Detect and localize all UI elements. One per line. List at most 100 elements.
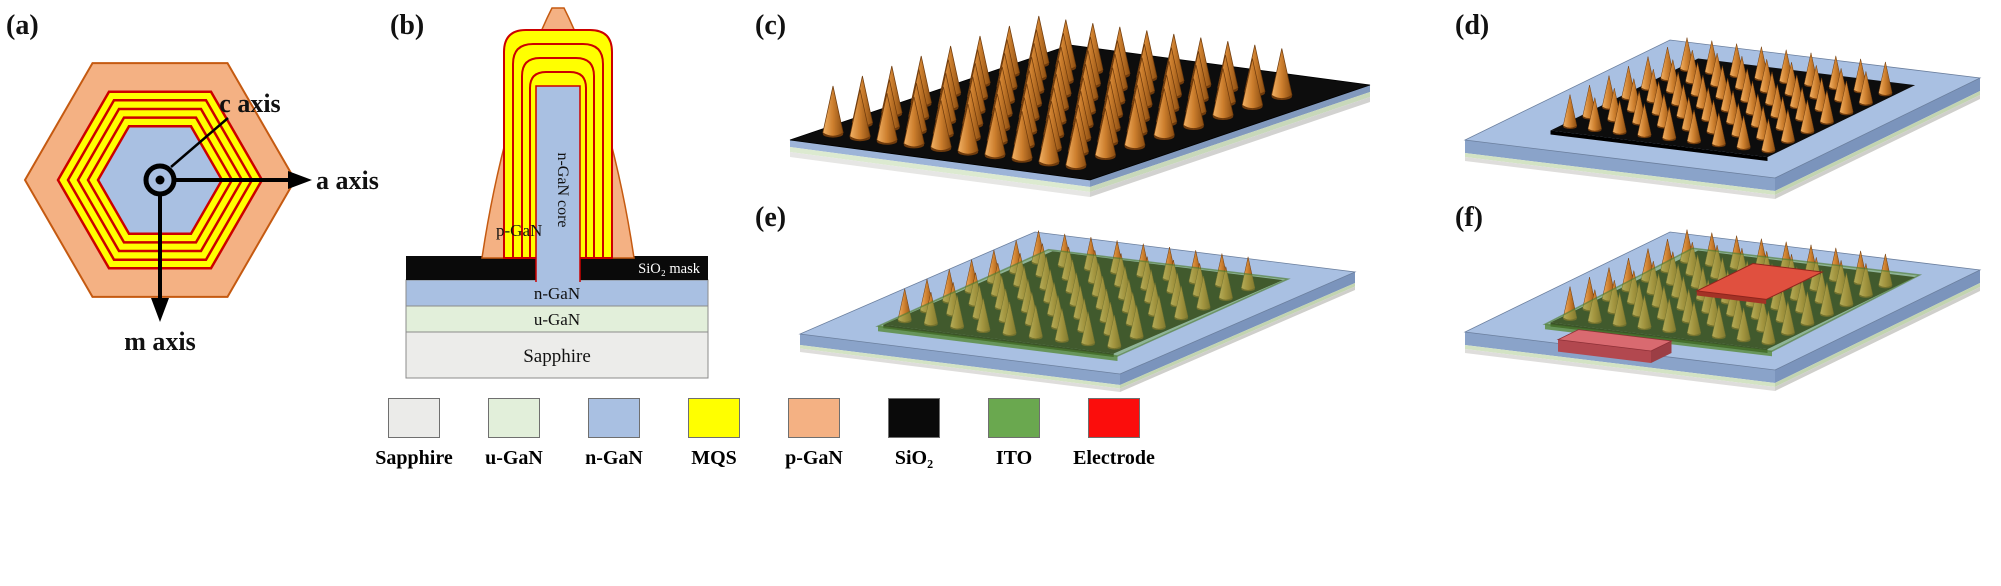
axes: c axis a axis m axis	[124, 89, 379, 356]
wafer-d-side-n-gan	[1775, 78, 1980, 191]
panel-a: (a) c axis a axis m axis	[6, 10, 379, 356]
u-gan-legend-label: u-GaN	[485, 447, 543, 469]
p-electrode	[1695, 262, 1825, 304]
sapphire-layer	[405, 331, 709, 379]
electrode-swatch	[1088, 398, 1140, 438]
a-axis-arrowhead	[288, 171, 312, 189]
sio2-patch-front-d	[1550, 130, 1768, 161]
substrate-layers	[405, 256, 709, 379]
wafer-d-side-sapphire	[1775, 95, 1980, 199]
p-gan-swatch	[788, 398, 840, 438]
u-gan-layer	[405, 305, 709, 333]
wafer-f-front-u-gan	[1465, 345, 1775, 387]
mqs-swatch	[688, 398, 740, 438]
legend-item-ito: ITO	[972, 398, 1056, 470]
sio2-legend-label: SiO₂	[894, 447, 934, 469]
c-axis-dot	[155, 175, 165, 185]
p-gan-label: p-GaN	[496, 221, 542, 240]
ito-front-edge-e	[878, 326, 1118, 361]
panel-b: (b) n-GaN core p-GaN SiO₂ mask n-GaN u-G…	[390, 7, 709, 379]
ito-legend-label: ITO	[995, 447, 1033, 469]
legend-item-electrode: Electrode	[1072, 398, 1156, 470]
panel-e: (e)	[755, 202, 1357, 392]
panel-a-label: (a)	[6, 10, 39, 41]
wafer-d-front-sapphire	[1465, 157, 1775, 199]
legend-item-p-gan: p-GaN	[772, 398, 856, 470]
panel-d: (d)	[1455, 10, 1982, 199]
panel-c-label: (c)	[755, 10, 786, 41]
n-electrode-side	[1651, 341, 1672, 363]
panel-f-label: (f)	[1455, 202, 1483, 233]
ito-sheet-e	[875, 248, 1291, 357]
u-gan-label: u-GaN	[534, 310, 580, 329]
mqw-shell-ring-3	[529, 71, 587, 258]
n-gan-swatch	[588, 398, 640, 438]
sio2-mask-label: SiO₂ mask	[638, 261, 701, 277]
legend-item-mqs: MQS	[672, 398, 756, 470]
panel-b-texts: n-GaN core p-GaN SiO₂ mask n-GaN u-GaN S…	[496, 152, 701, 367]
mqw-shell-ring-2	[521, 57, 595, 258]
wafer-e-side-u-gan	[1120, 283, 1355, 389]
panel-e-label: (e)	[755, 202, 786, 233]
p-electrode-front	[1696, 290, 1767, 304]
c-axis-circle	[143, 163, 177, 197]
panel-c: (c)	[755, 10, 1371, 197]
sapphire-label: Sapphire	[523, 346, 591, 367]
wafer-d	[1463, 39, 1982, 199]
mqw-shell-ring-1	[512, 43, 604, 258]
p-gan-legend-label: p-GaN	[785, 447, 843, 469]
n-gan-layer	[405, 279, 709, 307]
a-axis-label: a axis	[316, 166, 379, 195]
wafer-f-side-sapphire	[1775, 287, 1980, 391]
nanorod-cone	[822, 85, 844, 138]
wafer-e-front-n-gan	[800, 334, 1120, 385]
wafer-e-front-sapphire	[800, 348, 1120, 392]
wafer-c-front-sapphire	[790, 152, 1090, 197]
panel-d-label: (d)	[1455, 10, 1489, 41]
panel-f: (f)	[1455, 202, 1982, 391]
electrode-legend-label: Electrode	[1073, 447, 1155, 469]
mqw-ring-3	[86, 116, 234, 244]
wafer-d-front-u-gan	[1465, 153, 1775, 195]
n-electrode-top	[1556, 329, 1673, 352]
m-axis-label: m axis	[124, 327, 196, 356]
n-gan-label: n-GaN	[534, 284, 580, 303]
n-gan-core-label: n-GaN core	[554, 152, 571, 227]
mqw-ring-1	[66, 99, 254, 261]
legend-item-sio2: SiO₂	[872, 398, 956, 470]
ito-swatch	[988, 398, 1040, 438]
p-electrode-top	[1695, 262, 1825, 300]
wafer-d-front-n-gan	[1465, 140, 1775, 191]
wafer-f-front-sapphire	[1465, 349, 1775, 391]
mqw-ring-2	[76, 107, 244, 253]
wafer-c-side-sapphire	[1090, 97, 1370, 197]
panel-b-label: (b)	[390, 10, 424, 41]
wafer-c-side-n-gan	[1090, 85, 1370, 187]
wafer-d-side-u-gan	[1775, 91, 1980, 195]
sapphire-legend-label: Sapphire	[375, 447, 453, 469]
wafer-e-front-u-gan	[800, 345, 1120, 389]
wafer-f-side-u-gan	[1775, 283, 1980, 387]
legend: Sapphire u-GaN n-GaN MQS p-GaN SiO₂ ITO	[372, 398, 1156, 470]
mqs-legend-label: MQS	[691, 447, 737, 469]
n-gan-core-rect	[535, 85, 581, 282]
legend-item-n-gan: n-GaN	[572, 398, 656, 470]
u-gan-swatch	[488, 398, 540, 438]
ito-layer-e	[875, 248, 1291, 361]
legend-item-u-gan: u-GaN	[472, 398, 556, 470]
n-gan-legend-label: n-GaN	[585, 447, 643, 469]
wafer-f-side-n-gan	[1775, 270, 1980, 383]
sio2-swatch	[888, 398, 940, 438]
wafer-e-side-n-gan	[1120, 272, 1355, 385]
n-electrode-front	[1558, 339, 1651, 363]
c-axis-label: c axis	[219, 89, 280, 118]
legend-item-sapphire: Sapphire	[372, 398, 456, 470]
n-electrode	[1556, 329, 1673, 363]
nanorod-cross-section	[481, 7, 635, 282]
c-axis-pointer-line	[170, 117, 229, 168]
wafer-c-side-u-gan	[1090, 92, 1370, 192]
m-axis-arrowhead	[151, 298, 169, 322]
sapphire-swatch	[388, 398, 440, 438]
wafer-c-front-u-gan	[790, 147, 1090, 192]
